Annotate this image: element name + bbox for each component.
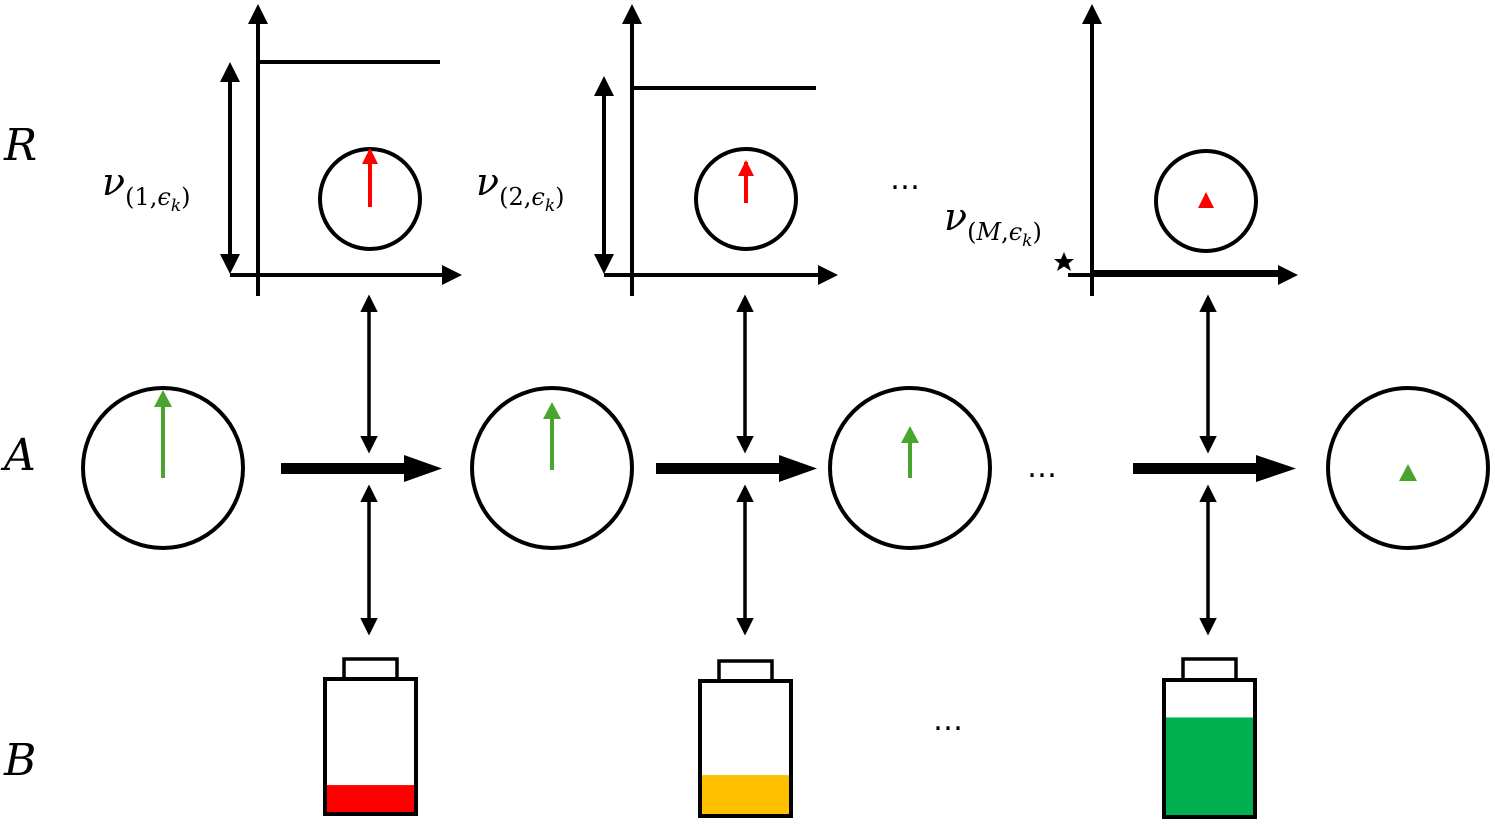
reservoir-panel-1: [220, 4, 462, 296]
system-state-3-green-arrow-head: [901, 426, 919, 443]
system-state-1-green-arrow-head: [154, 390, 172, 407]
nu-eps-m: ϵ: [1008, 218, 1023, 246]
nu-index-1: 1: [134, 183, 150, 211]
row-label-a: A: [4, 430, 36, 481]
reservoir-1-red-arrow-head: [362, 148, 378, 164]
battery-m: [1162, 657, 1257, 819]
battery-2: [698, 659, 793, 818]
battery-m-cap: [1181, 657, 1238, 682]
battery-2-cap: [717, 659, 774, 683]
system-state-3-circle: [828, 386, 992, 550]
ellipsis-system-row: …: [1027, 450, 1059, 485]
battery-1-body: [323, 677, 418, 816]
system-state-4-green-triangle: [1399, 464, 1417, 481]
reservoir-panel-m: [1054, 4, 1298, 296]
reservoir-2-red-arrow-head: [738, 160, 754, 176]
nu-label-1: ν(1,ϵk): [102, 160, 191, 216]
nu-symbol-m: ν: [944, 195, 968, 239]
reservoir-m-circle: [1154, 149, 1258, 253]
ellipsis-reservoir-row: …: [890, 162, 922, 197]
nu-symbol-1: ν: [102, 160, 126, 204]
nu-label-m: ν(M,ϵk): [944, 195, 1042, 251]
nu-k-2: k: [544, 196, 556, 216]
system-state-2-circle: [470, 386, 634, 550]
battery-2-body: [698, 679, 793, 818]
nu-label-2: ν(2,ϵk): [476, 160, 565, 216]
battery-2-fill: [702, 775, 790, 815]
row-label-b: B: [4, 735, 37, 786]
evolution-arrow-m: [1133, 455, 1296, 482]
system-state-4-circle: [1326, 386, 1490, 550]
nu-symbol-2: ν: [476, 160, 500, 204]
system-state-2-green-arrow-head: [543, 402, 561, 419]
battery-m-fill: [1166, 717, 1254, 816]
reservoir-2-circle: [694, 147, 798, 251]
reservoir-m-star-marker: [1054, 252, 1074, 271]
battery-1-fill: [327, 785, 415, 813]
nu-k-1: k: [170, 196, 182, 216]
evolution-arrow-2: [656, 455, 817, 482]
battery-m-body: [1162, 678, 1257, 819]
nu-index-m: M: [976, 218, 1002, 246]
row-label-r: R: [4, 120, 38, 171]
battery-1-cap: [342, 657, 399, 681]
evolution-arrow-1: [281, 455, 442, 482]
reservoir-m-red-triangle: [1198, 192, 1214, 208]
nu-eps-1: ϵ: [157, 183, 171, 211]
reservoir-panel-2: [594, 4, 838, 296]
system-state-1-circle: [81, 386, 245, 550]
ellipsis-battery-row: …: [933, 703, 965, 738]
nu-k-m: k: [1022, 231, 1033, 251]
nu-eps-2: ϵ: [531, 183, 545, 211]
battery-1: [323, 657, 418, 816]
nu-index-2: 2: [508, 183, 524, 211]
